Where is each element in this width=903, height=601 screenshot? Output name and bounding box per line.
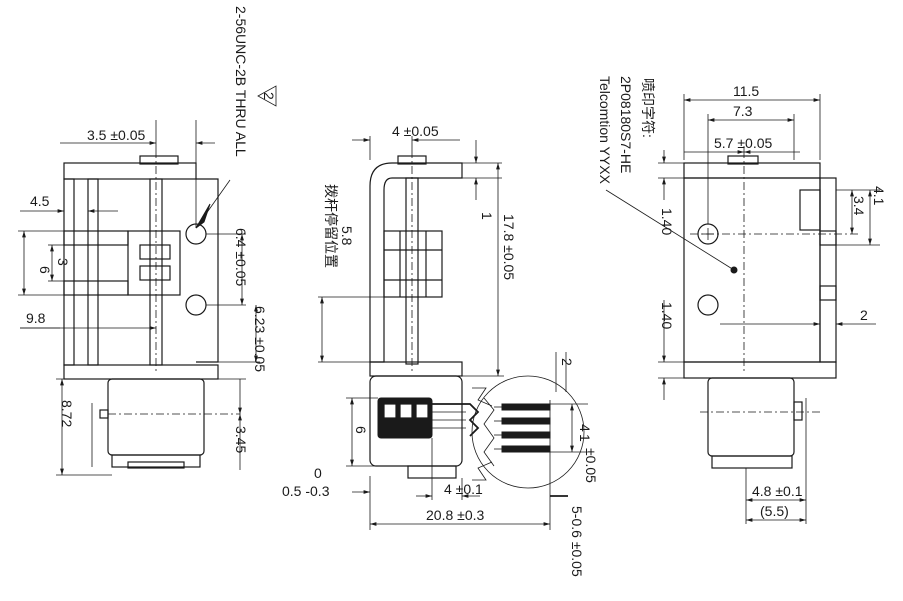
motor-endcap (111, 454, 201, 468)
pad-1 (501, 403, 551, 411)
motor-can (707, 377, 795, 457)
dim-6-23: 6.23 ±0.05 (252, 306, 268, 372)
mount-hole-bottom (185, 294, 207, 316)
pin-3 (415, 403, 429, 419)
dim-2: 2 (559, 358, 575, 366)
side-flange (196, 178, 219, 363)
pin-2 (399, 403, 413, 419)
break-line-bottom (472, 461, 493, 481)
dim-5-0-6: 5-0.6 ±0.05 (569, 506, 585, 577)
print-leader (605, 189, 735, 271)
dim-3: 3 (55, 258, 71, 266)
top-plate (683, 162, 821, 179)
pad-4 (501, 445, 551, 453)
dim-0: 0 (314, 465, 322, 481)
side-tab (799, 189, 821, 231)
dim-7-3: 7.3 (733, 103, 753, 119)
right-view: 喷印字符: 2P08180S7-HE Telcomtion YYXX 11.5 (597, 76, 887, 524)
dim-6-mid: 6 (353, 426, 369, 434)
dim-6: 6 (37, 266, 53, 274)
slider-window-1 (139, 244, 171, 260)
slider-block (383, 230, 443, 298)
dim-4-pad: 4 (577, 424, 593, 432)
slider-window-2 (139, 265, 171, 281)
thread-note: 2-56UNC-2B THRU ALL (233, 6, 249, 157)
print-note-title: 喷印字符: (640, 78, 656, 138)
dim-0-05-pad: ±0.05 (583, 448, 599, 483)
print-note-line1: 2P08180S7-HE (618, 76, 634, 173)
motor-terminal (99, 409, 109, 419)
frame-post-inner (87, 178, 99, 366)
side-slot-1 (819, 230, 837, 246)
base-plate (63, 364, 219, 380)
dim-20-8: 20.8 ±0.3 (426, 507, 484, 523)
dim-1-pad: 1 (577, 434, 593, 442)
dim-0-5: 0.5 -0.3 (282, 483, 330, 499)
middle-view: 4 ±0.05 1 17.8 ±0.05 5.8 拨杆停留位置 2 6 4 1 … (282, 123, 599, 577)
side-slot-2 (819, 285, 837, 301)
dim-5-8: 5.8 (339, 226, 355, 246)
dim-4-0-1: 4 ±0.1 (444, 481, 483, 497)
dim-1-40-bottom: 1.40 (659, 302, 675, 329)
dim-6-4: 6.4 ±0.05 (233, 228, 249, 286)
side-rail (819, 177, 837, 363)
slider-block (127, 230, 181, 296)
pin-1 (383, 403, 397, 419)
dim-4: 4 ±0.05 (392, 123, 439, 139)
dim-8-72: 8.72 (59, 400, 75, 427)
dim-1-40-top: 1.40 (659, 208, 675, 235)
top-boss (727, 155, 759, 165)
base-plate (683, 361, 837, 379)
detail-circle (471, 375, 585, 489)
thread-arrow (195, 203, 211, 229)
pad-3 (501, 431, 551, 439)
dim-4-1: 4.1 (871, 186, 887, 206)
bracket-profile (369, 162, 463, 363)
dim-4-5: 4.5 (30, 193, 50, 209)
fpc-break (483, 397, 495, 467)
motor-endcap-inner (127, 461, 185, 469)
top-boss (139, 155, 179, 165)
chinese-note: 拨杆停留位置 (323, 184, 339, 268)
dim-11-5: 11.5 (733, 83, 759, 99)
motor-can (107, 378, 205, 456)
dim-9-8: 9.8 (26, 310, 46, 326)
dim-2-right: 2 (860, 307, 868, 323)
dim-3-45: 3.45 (233, 426, 249, 453)
break-line-top (472, 387, 493, 407)
mount-hole-bottom (697, 294, 719, 316)
print-note-line2: Telcomtion YYXX (597, 76, 613, 185)
dim-17-8: 17.8 ±0.05 (501, 214, 517, 280)
dim-4-8: 4.8 ±0.1 (752, 483, 803, 499)
rev-mark: 2 (261, 92, 277, 100)
rev-triangle (257, 85, 277, 107)
dim-3-5: 3.5 ±0.05 (87, 127, 145, 143)
dim-1: 1 (479, 212, 495, 220)
pad-2 (501, 417, 551, 425)
top-plate (63, 162, 197, 180)
dim-5-5: (5.5) (760, 503, 789, 519)
dim-3-4: 3.4 (851, 196, 867, 216)
left-view: 2-56UNC-2B THRU ALL 2 3.5 ±0.05 4.5 6 3 … (18, 6, 277, 476)
motor-terminal (793, 401, 803, 421)
motor-endcap (711, 455, 793, 469)
frame-post-left (63, 178, 75, 366)
dim-5-7: 5.7 ±0.05 (714, 135, 772, 151)
